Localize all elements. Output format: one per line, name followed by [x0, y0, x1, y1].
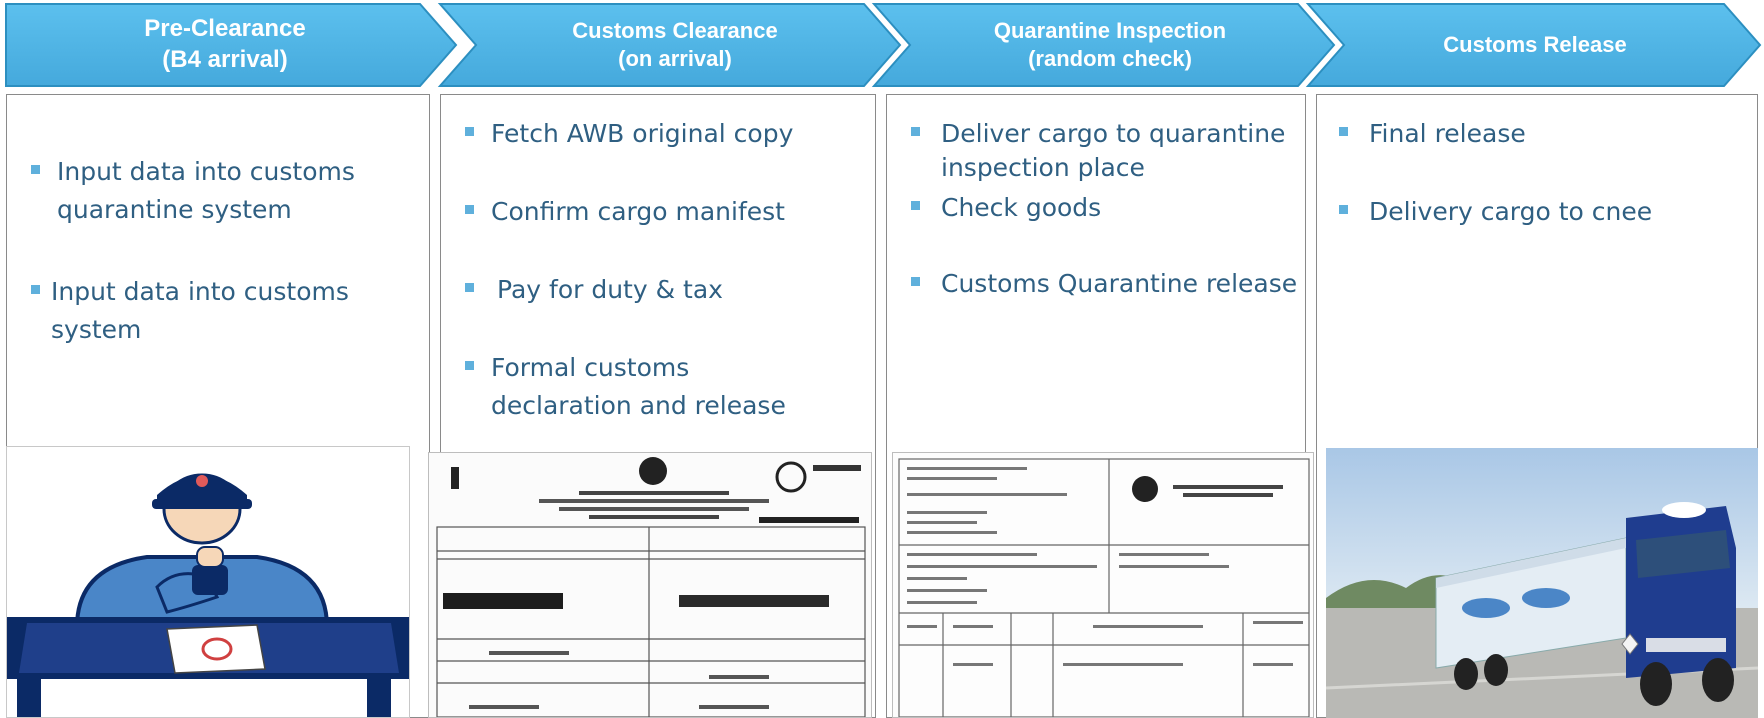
bullet-square-icon	[911, 277, 920, 286]
list-item: Pay for duty & tax	[441, 271, 875, 311]
bullet-square-icon	[911, 127, 920, 136]
bullet-square-icon	[911, 201, 920, 210]
document-icon	[893, 453, 1313, 717]
bullet-square-icon	[465, 361, 474, 370]
list-item: Input data into customs quarantine syste…	[7, 153, 429, 233]
customs-officer-illustration	[6, 446, 410, 718]
stage-pre-clearance: Pre-Clearance (B4 arrival)	[20, 10, 430, 80]
chevron-pre-clearance	[5, 3, 458, 87]
bullet-square-icon	[31, 285, 40, 294]
chevron-customs-clearance	[437, 3, 902, 87]
list-item: Deliver cargo to quarantine inspection p…	[887, 115, 1305, 195]
stage-subtitle: (B4 arrival)	[162, 46, 288, 73]
list-item: Confirm cargo manifest	[441, 193, 875, 233]
chevron-customs-release	[1305, 3, 1762, 87]
list-item: Check goods	[887, 189, 1305, 229]
truck-icon	[1326, 448, 1758, 718]
list-item: Delivery cargo to cnee	[1317, 193, 1757, 233]
document-icon	[429, 453, 871, 717]
chevron-quarantine-inspection	[871, 3, 1336, 87]
bullet-square-icon	[1339, 205, 1348, 214]
phytosanitary-certificate-image	[428, 452, 872, 718]
list-item: Fetch AWB original copy	[441, 115, 875, 155]
list-item: Customs Quarantine release	[887, 265, 1305, 305]
list-item: Input data into customs system	[7, 273, 429, 353]
list-item: Formal customs declaration and release	[441, 349, 875, 429]
stage-subtitle: (on arrival)	[618, 46, 732, 71]
stage-customs-release: Customs Release	[1335, 10, 1735, 80]
stage-subtitle: (random check)	[1028, 46, 1192, 71]
stage-title: Customs Clearance	[572, 17, 778, 43]
process-chevron-bar	[5, 3, 1762, 87]
stage-title: Pre-Clearance	[144, 15, 306, 43]
officer-icon	[7, 473, 409, 717]
certificate-of-origin-image	[892, 452, 1314, 718]
stage-title: Quarantine Inspection	[993, 17, 1227, 43]
stage-title: Customs Release	[1443, 31, 1627, 57]
bullet-square-icon	[465, 205, 474, 214]
bullet-square-icon	[465, 127, 474, 136]
bullet-square-icon	[465, 283, 474, 292]
list-item: Final release	[1317, 115, 1757, 155]
stage-quarantine-inspection: Quarantine Inspection (random check)	[905, 10, 1315, 80]
stage-customs-clearance: Customs Clearance (on arrival)	[470, 10, 880, 80]
bullet-square-icon	[31, 165, 40, 174]
container-truck-photo	[1326, 448, 1758, 718]
bullet-square-icon	[1339, 127, 1348, 136]
